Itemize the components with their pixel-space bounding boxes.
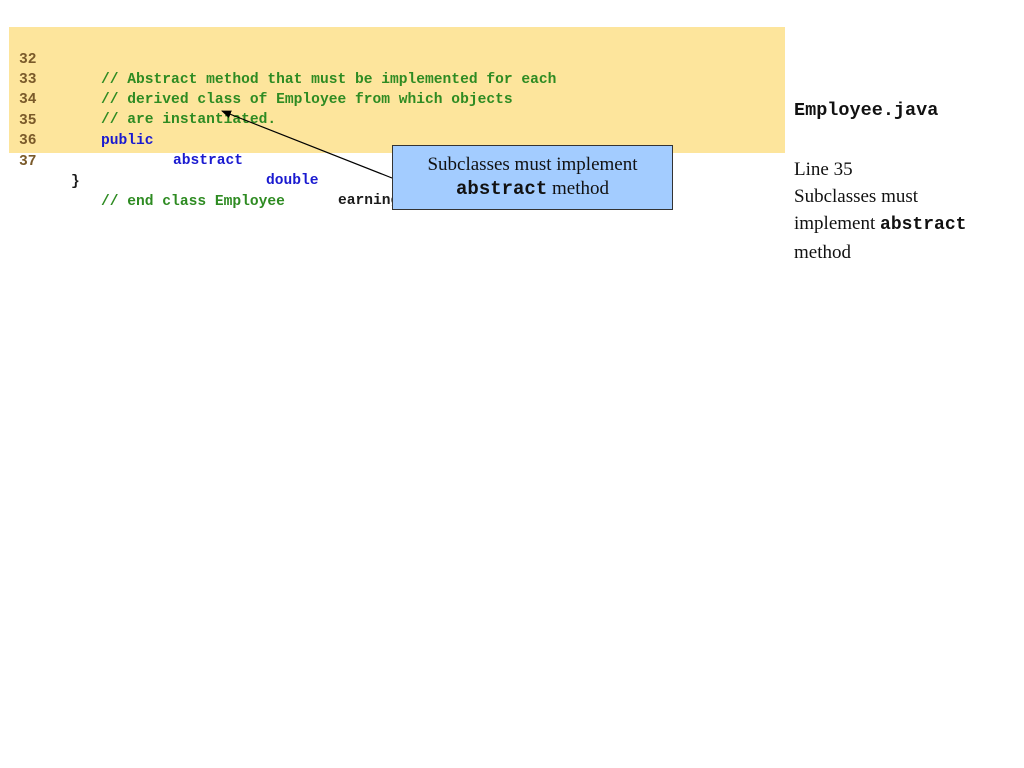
code-line: 37 } // end class Employee [9, 132, 285, 210]
code-line: 32 // Abstract method that must be imple… [9, 30, 556, 88]
code-line: 34 // are instantiated. [9, 70, 276, 128]
code-line: 36 [9, 111, 62, 149]
side-notes: Line 35 Subclasses must implement abstra… [794, 156, 1019, 266]
keyword-double: double [266, 173, 319, 189]
line-number: 35 [19, 113, 37, 129]
line-number: 33 [19, 72, 37, 88]
code-comment: // end class Employee [101, 194, 285, 210]
callout-line-2: abstract method [393, 177, 672, 201]
keyword-public: public [101, 133, 154, 149]
code-listing-panel: 32 // Abstract method that must be imple… [9, 27, 785, 210]
code-comment: // are instantiated. [101, 112, 277, 128]
code-line: 35 public abstract double earnings(); [9, 91, 434, 209]
file-name-heading: Employee.java [794, 100, 939, 121]
code-line: 33 // derived class of Employee from whi… [9, 50, 513, 108]
note-text-2-wrap: implement abstract [794, 210, 1019, 239]
note-text-1: Subclasses must [794, 186, 919, 207]
closing-brace: } [71, 174, 80, 190]
note-line-reference: Line 35 [794, 159, 853, 180]
keyword-abstract: abstract [173, 153, 244, 169]
callout-code-word: abstract [456, 178, 548, 200]
note-text-2: implement [794, 213, 881, 234]
line-number: 34 [19, 92, 37, 108]
callout-line-1: Subclasses must implement [427, 154, 638, 175]
code-comment: // Abstract method that must be implemen… [101, 72, 557, 88]
line-number: 36 [19, 133, 37, 149]
line-number: 32 [19, 52, 37, 68]
callout-box: Subclasses must implement abstract metho… [392, 145, 673, 210]
code-comment: // derived class of Employee from which … [101, 92, 513, 108]
callout-line-2-text: method [547, 178, 609, 199]
note-text-3: method [794, 242, 851, 263]
line-number: 37 [19, 154, 37, 170]
note-code-word: abstract [880, 215, 967, 235]
